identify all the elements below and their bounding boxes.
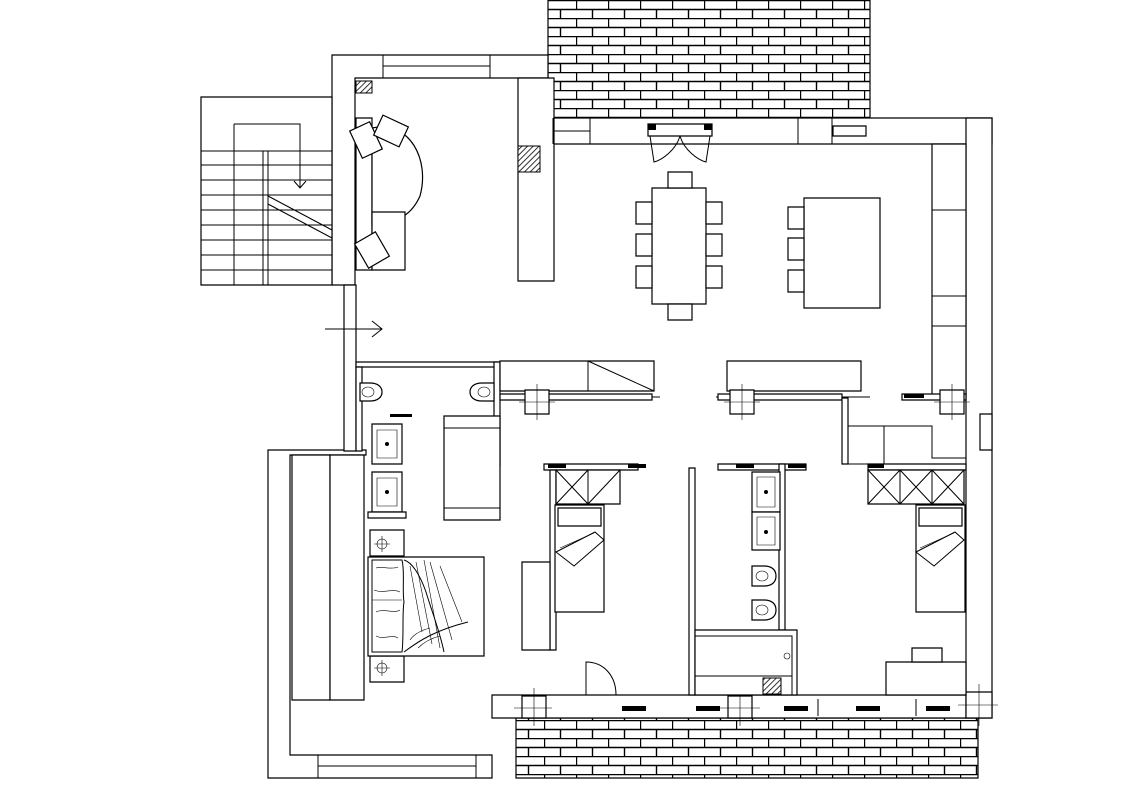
- staircase: [201, 97, 332, 285]
- door-markers: [548, 394, 950, 716]
- wardrobe-master: [292, 455, 364, 700]
- balcony-door: [648, 124, 712, 162]
- dining-table: [636, 172, 722, 320]
- bathroom-right: [695, 472, 797, 695]
- column-hatch: [356, 81, 372, 93]
- double-bed: [368, 530, 484, 682]
- bedroom-right-single: [868, 470, 966, 695]
- column-hatch: [518, 146, 540, 172]
- interior-walls: [356, 361, 966, 695]
- bedroom-left-single: [555, 470, 620, 612]
- bathroom-left: [360, 383, 500, 520]
- sofa: [350, 115, 423, 270]
- entrance-arrow-icon: [325, 321, 382, 337]
- pillars: [514, 384, 998, 726]
- roof-bottom: [516, 718, 978, 778]
- top-wall-openings: [553, 118, 866, 144]
- roof-top: [548, 0, 870, 118]
- stair-direction-arrow-icon: [294, 181, 306, 188]
- kitchen-table: [788, 198, 880, 308]
